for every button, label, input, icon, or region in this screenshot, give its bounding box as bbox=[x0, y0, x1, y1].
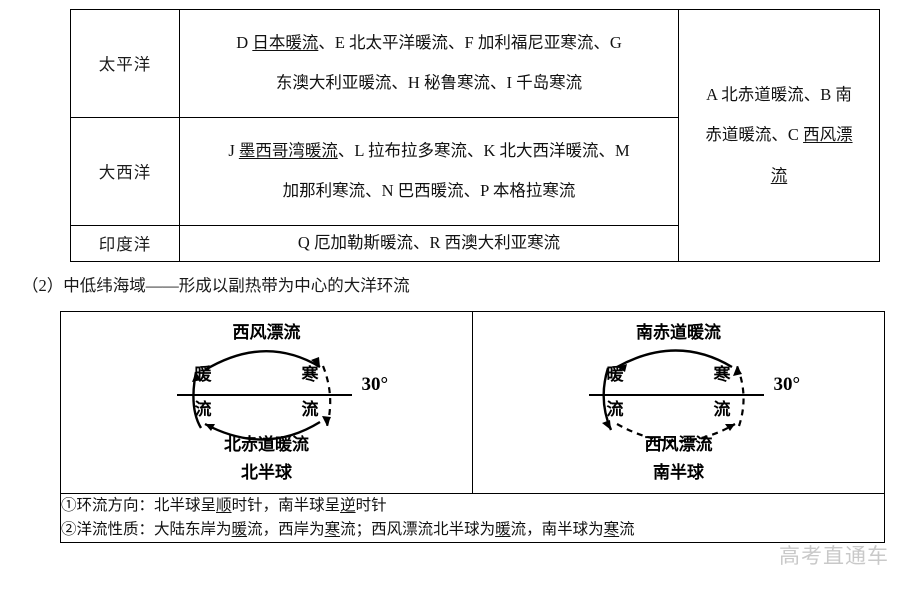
bottom-arc-arrowhead-south bbox=[724, 424, 735, 431]
left-arc-arrowhead-south bbox=[601, 420, 611, 430]
label-warm-2-south: 流 bbox=[606, 400, 624, 419]
note1-seg1: 北半球呈 bbox=[154, 497, 217, 514]
currents-line-1: J 墨西哥湾暖流、L 拉布拉多寒流、K 北大西洋暖流、M bbox=[228, 140, 630, 160]
top-arc-arrowhead-north bbox=[310, 357, 320, 367]
note1-underline-1: 顺 bbox=[216, 497, 232, 514]
note1-seg3: 时针 bbox=[355, 497, 387, 514]
note-row-2: ②洋流性质：大陆东岸为暖流，西岸为寒流；西风漂流北半球为暖流，南半球为寒流 bbox=[60, 518, 885, 544]
diagram-row: 西风漂流 暖 流 寒 流 30° 北赤道暖流 北半球 bbox=[60, 311, 885, 494]
table-row-atlantic: 大西洋 J 墨西哥湾暖流、L 拉布拉多寒流、K 北大西洋暖流、M 加那利寒流、N… bbox=[70, 116, 880, 226]
bottom-arc-south bbox=[615, 423, 736, 443]
gyre-diagram-table: 西风漂流 暖 流 寒 流 30° 北赤道暖流 北半球 bbox=[60, 311, 885, 544]
top-arc-north bbox=[203, 350, 321, 372]
label-warm-2-north: 流 bbox=[194, 400, 212, 419]
global-currents-cell: A 北赤道暖流、B 南 赤道暖流、C 西风漂 流 bbox=[678, 9, 880, 262]
note2-underline-4: 寒 bbox=[603, 521, 620, 539]
underlined-term-west-wind-drift: 西风漂 bbox=[803, 125, 853, 145]
note-row-1: ①环流方向：北半球呈顺时针，南半球呈逆时针 bbox=[60, 493, 885, 519]
label-cold-2-south: 流 bbox=[713, 400, 731, 419]
global-line-1: A 北赤道暖流、B 南 bbox=[706, 84, 852, 104]
underlined-term-west-wind-drift-cont: 流 bbox=[770, 165, 788, 185]
label-top-current-north: 西风漂流 bbox=[232, 323, 301, 342]
table-row-indian: 印度洋 Q 厄加勒斯暖流、R 西澳大利亚寒流 bbox=[70, 224, 880, 263]
bottom-arc-north bbox=[203, 420, 321, 441]
top-arc-arrowhead-south bbox=[616, 364, 627, 372]
note1-underline-2: 逆 bbox=[340, 497, 356, 514]
gyre-svg-south bbox=[588, 349, 764, 443]
note2-seg3: 流；西风漂流北半球为 bbox=[340, 521, 496, 539]
label-top-current-south: 南赤道暖流 bbox=[636, 323, 721, 342]
diagram-cell-southern: 南赤道暖流 暖 流 寒 流 30° 西风漂流 南半球 bbox=[472, 311, 885, 494]
note2-seg5: 流 bbox=[619, 521, 635, 539]
note-label-2: 洋流性质： bbox=[76, 521, 155, 539]
note2-underline-3: 暖 bbox=[495, 521, 511, 539]
right-arc-arrowhead-north bbox=[321, 416, 331, 426]
currents-cell-pacific: D 日本暖流、E 北太平洋暖流、F 加利福尼亚寒流、G 东澳大利亚暖流、H 秘鲁… bbox=[179, 9, 679, 118]
label-bottom-current-south: 西风漂流 bbox=[644, 435, 713, 454]
right-arc-arrowhead-south bbox=[732, 366, 742, 376]
currents-cell-atlantic: J 墨西哥湾暖流、L 拉布拉多寒流、K 北大西洋暖流、M 加那利寒流、N 巴西暖… bbox=[179, 116, 679, 226]
currents-line-1: D 日本暖流、E 北太平洋暖流、F 加利福尼亚寒流、G bbox=[236, 33, 622, 53]
label-cold-1-north: 寒 bbox=[301, 365, 319, 384]
label-hemisphere-north: 北半球 bbox=[241, 463, 292, 482]
note2-underline-1: 暖 bbox=[231, 521, 248, 539]
label-warm-1-north: 暖 bbox=[194, 365, 212, 384]
top-arc-south bbox=[615, 349, 733, 369]
global-line-2: 赤道暖流、C 西风漂 bbox=[679, 115, 879, 155]
section-caption: （2）中低纬海域——形成以副热带为中心的大洋环流 bbox=[22, 272, 410, 296]
note-current-properties: ②洋流性质：大陆东岸为暖流，西岸为寒流；西风漂流北半球为暖流，南半球为寒流 bbox=[60, 518, 885, 544]
caption-number: （2） bbox=[22, 276, 64, 295]
note-marker-2: ② bbox=[61, 521, 77, 539]
note-label-1: 环流方向： bbox=[76, 497, 155, 514]
note2-underline-2: 寒 bbox=[324, 521, 341, 539]
label-warm-1-south: 暖 bbox=[606, 365, 624, 384]
label-bottom-current-north: 北赤道暖流 bbox=[224, 435, 309, 454]
note2-seg1: 大陆东岸为 bbox=[154, 521, 232, 539]
ocean-name-pacific: 太平洋 bbox=[70, 9, 180, 118]
ocean-name-atlantic: 大西洋 bbox=[70, 116, 180, 226]
note-circulation-direction: ①环流方向：北半球呈顺时针，南半球呈逆时针 bbox=[60, 493, 885, 519]
global-line-2-pre: 赤道暖流、C bbox=[705, 125, 804, 145]
label-cold-2-north: 流 bbox=[301, 400, 319, 419]
label-latitude-north: 30° bbox=[361, 374, 389, 395]
currents-cell-indian: Q 厄加勒斯暖流、R 西澳大利亚寒流 bbox=[179, 224, 679, 263]
bottom-arc-arrowhead-north bbox=[204, 424, 215, 431]
label-cold-1-south: 寒 bbox=[713, 365, 731, 384]
note1-seg2: 时针，南半球呈 bbox=[231, 497, 341, 514]
ocean-currents-table: 太平洋 D 日本暖流、E 北太平洋暖流、F 加利福尼亚寒流、G 东澳大利亚暖流、… bbox=[70, 9, 880, 263]
caption-text: 中低纬海域——形成以副热带为中心的大洋环流 bbox=[63, 276, 410, 295]
note2-seg2: 流，西岸为 bbox=[247, 521, 325, 539]
southern-hemisphere-gyre-diagram: 南赤道暖流 暖 流 寒 流 30° 西风漂流 南半球 bbox=[473, 312, 884, 493]
label-hemisphere-south: 南半球 bbox=[653, 463, 704, 482]
currents-line-2: 东澳大利亚暖流、H 秘鲁寒流、I 千岛寒流 bbox=[275, 73, 583, 93]
left-arc-arrowhead-north bbox=[191, 372, 201, 382]
diagram-cell-northern: 西风漂流 暖 流 寒 流 30° 北赤道暖流 北半球 bbox=[60, 311, 473, 494]
table-row-pacific: 太平洋 D 日本暖流、E 北太平洋暖流、F 加利福尼亚寒流、G 东澳大利亚暖流、… bbox=[70, 9, 880, 262]
note2-seg4: 流，南半球为 bbox=[510, 521, 604, 539]
currents-line-2: 加那利寒流、N 巴西暖流、P 本格拉寒流 bbox=[282, 181, 576, 201]
watermark: 高考直通车 bbox=[779, 545, 889, 568]
label-latitude-south: 30° bbox=[773, 374, 801, 395]
ocean-name-indian: 印度洋 bbox=[70, 224, 180, 263]
northern-hemisphere-gyre-diagram: 西风漂流 暖 流 寒 流 30° 北赤道暖流 北半球 bbox=[61, 312, 472, 493]
gyre-svg-north bbox=[176, 350, 352, 441]
note-marker-1: ① bbox=[61, 497, 77, 514]
global-line-3: 流 bbox=[679, 156, 879, 196]
